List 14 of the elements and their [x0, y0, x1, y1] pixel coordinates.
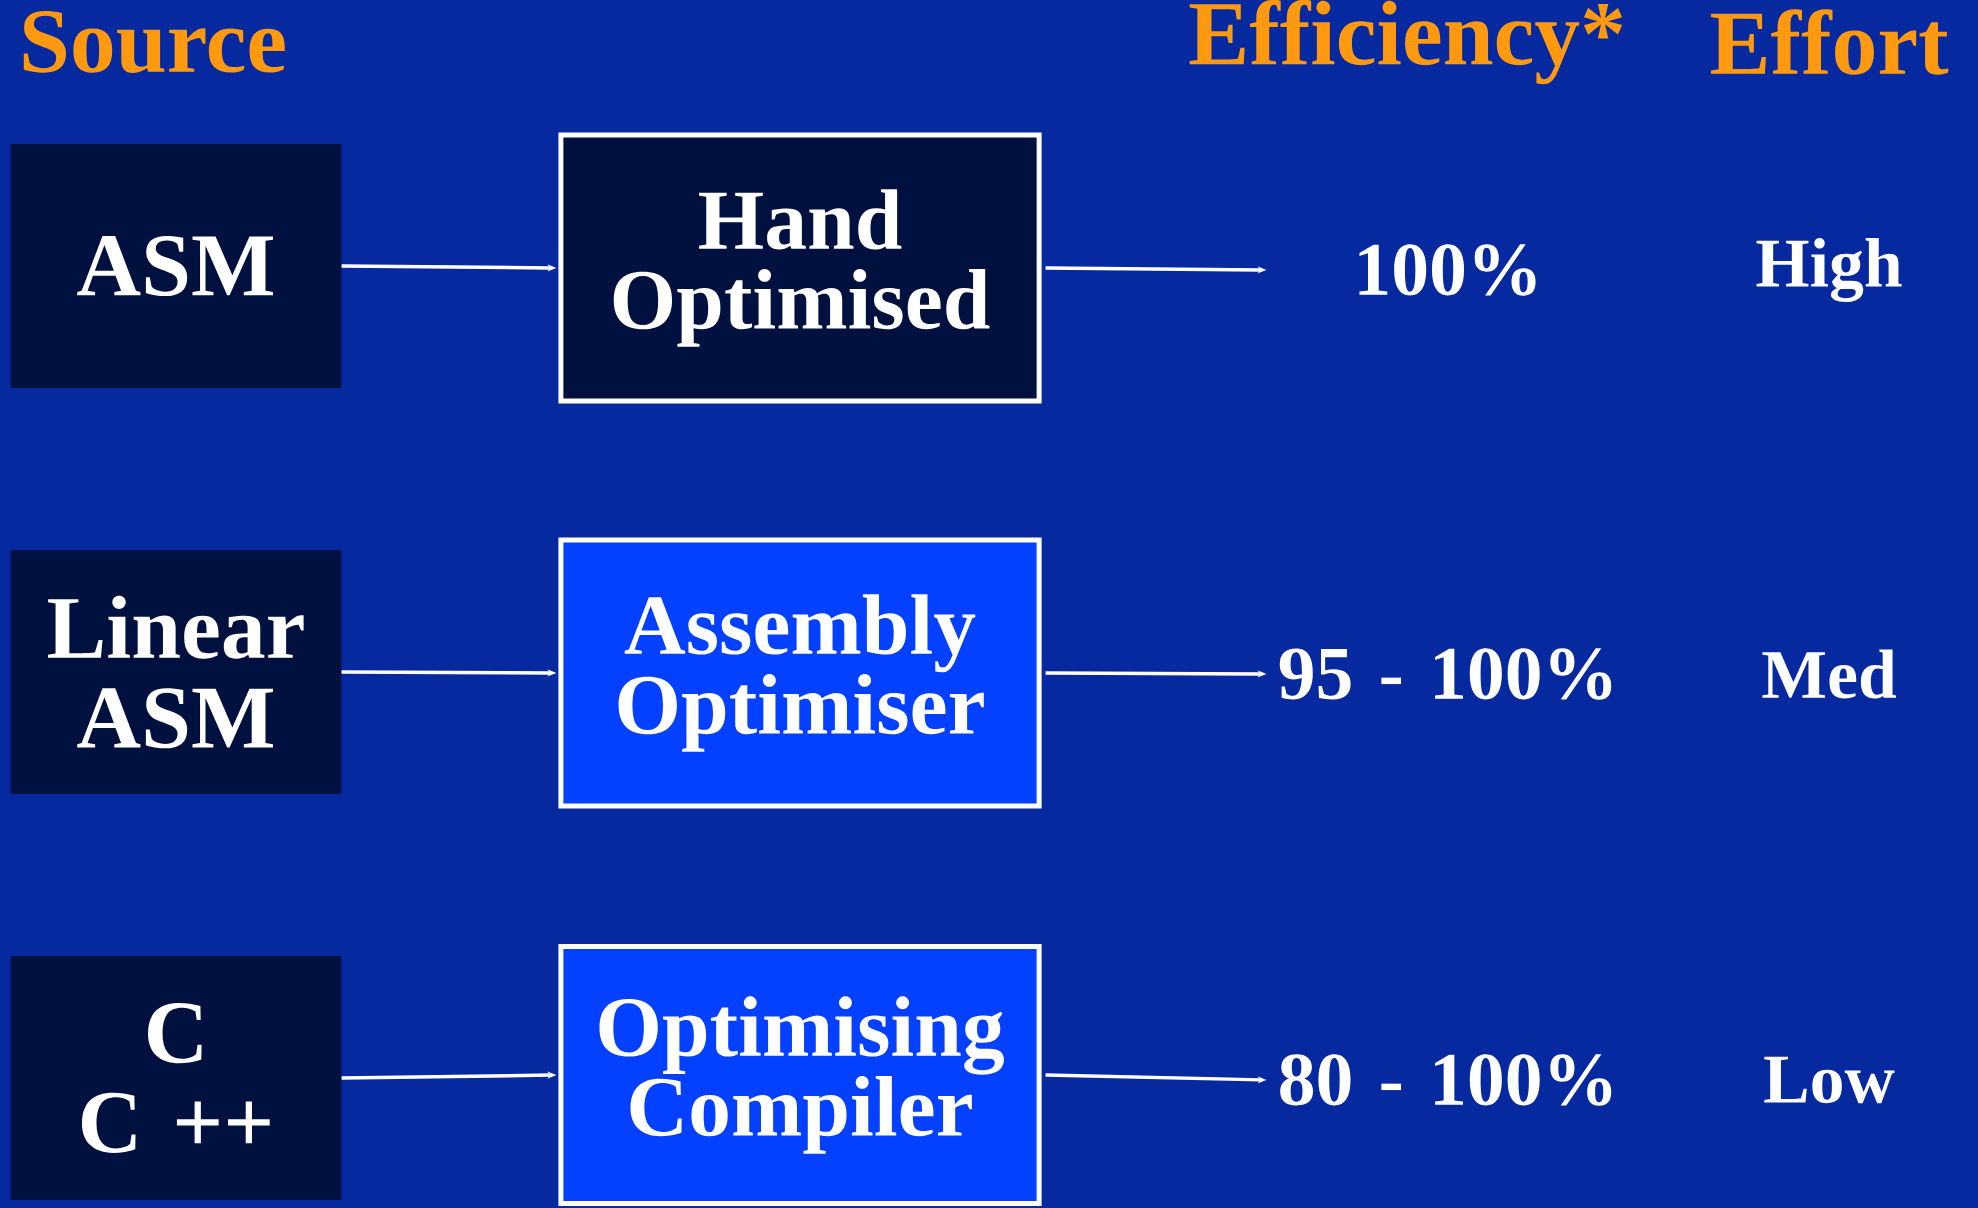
- effort-value: Med: [1762, 649, 1897, 699]
- efficiency-value: 100%: [1359, 244, 1536, 296]
- source-box: C C ++: [10, 955, 342, 1201]
- effort-value: High: [1756, 238, 1902, 302]
- process-box: Optimising Compiler: [558, 944, 1042, 1206]
- efficiency-value: 95 - 100%: [1279, 648, 1612, 700]
- column-header: Effort: [1710, 9, 1949, 75]
- efficiency-value: 80 - 100%: [1280, 1054, 1612, 1106]
- source-box: ASM: [10, 143, 342, 389]
- process-box: Hand Optimised: [558, 132, 1042, 404]
- process-box: Assembly Optimiser: [558, 537, 1042, 809]
- effort-value: Low: [1764, 1056, 1895, 1104]
- column-header: Efficiency*: [1189, 0, 1623, 85]
- source-box: Linear ASM: [10, 549, 342, 795]
